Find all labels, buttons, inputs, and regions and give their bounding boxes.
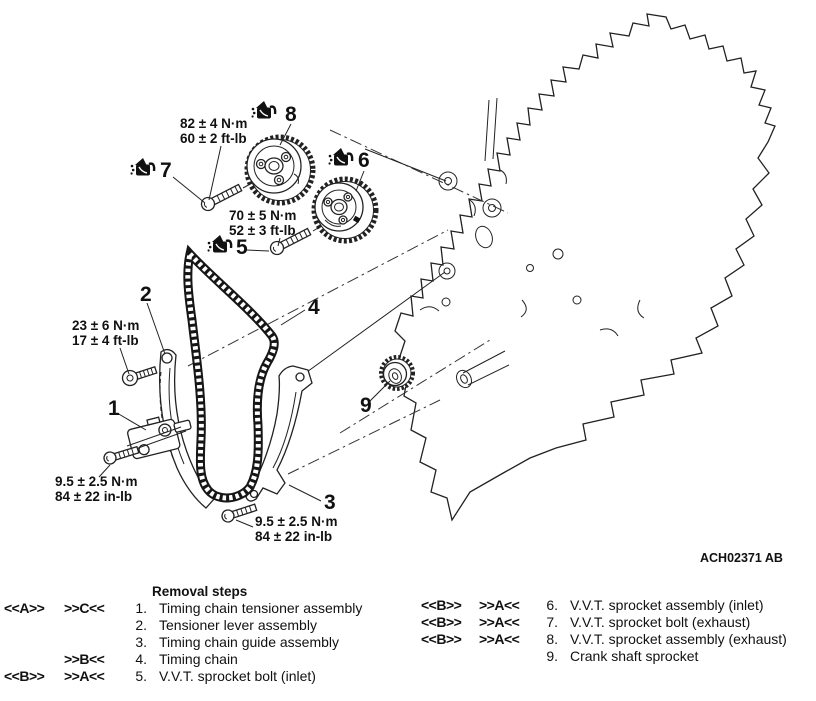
tensioner-assembly bbox=[126, 416, 192, 460]
step-number: 2. bbox=[135, 617, 147, 633]
step-marker: <<B>> bbox=[421, 614, 462, 630]
bolt-tensioner bbox=[103, 445, 140, 465]
engine-block bbox=[394, 13, 776, 522]
crank-sprocket bbox=[379, 355, 415, 391]
svg-text:17 ± 4 ft-lb: 17 ± 4 ft-lb bbox=[72, 333, 139, 348]
step-marker bbox=[421, 648, 479, 665]
step-label: Tensioner lever assembly bbox=[159, 617, 317, 633]
bolt-tensioner-lever bbox=[121, 365, 158, 387]
step-marker: >>B<< bbox=[64, 651, 105, 667]
oil-can-icon bbox=[206, 233, 233, 254]
torque-label-guide-bolt: 9.5 ± 2.5 N·m 84 ± 22 in-lb bbox=[255, 514, 337, 544]
bolt-inlet-sprocket bbox=[269, 227, 312, 256]
callout-8: 8 bbox=[285, 103, 297, 126]
torque-label-tensioner-bolt: 9.5 ± 2.5 N·m 84 ± 22 in-lb bbox=[55, 474, 137, 504]
phantom-lines bbox=[187, 129, 509, 475]
torque-label-inlet-sprocket-bolt: 70 ± 5 N·m 52 ± 3 ft-lb bbox=[229, 208, 296, 238]
torque-label-tensioner-lever-bolt: 23 ± 6 N·m 17 ± 4 ft-lb bbox=[72, 318, 139, 348]
step-marker bbox=[4, 617, 64, 634]
step-label: V.V.T. sprocket bolt (inlet) bbox=[159, 668, 316, 684]
torque-label-exhaust-sprocket-bolt: 82 ± 4 N·m 60 ± 2 ft-lb bbox=[180, 116, 247, 146]
step-number: 6. bbox=[546, 597, 558, 613]
svg-text:9.5 ± 2.5 N·m: 9.5 ± 2.5 N·m bbox=[255, 514, 337, 529]
svg-text:82 ± 4 N·m: 82 ± 4 N·m bbox=[180, 116, 247, 131]
removal-steps-list-left: <<A>> >>C<< 1. Timing chain tensioner as… bbox=[4, 600, 412, 685]
step-number: 8. bbox=[546, 631, 558, 647]
bolt-exhaust-sprocket bbox=[200, 183, 243, 212]
leader-lines bbox=[98, 123, 391, 528]
step-label: Timing chain bbox=[159, 651, 238, 667]
step-marker: <<B>> bbox=[421, 631, 462, 647]
step-marker: <<B>> bbox=[4, 668, 45, 684]
step-label: V.V.T. sprocket assembly (inlet) bbox=[570, 597, 764, 613]
svg-text:70 ± 5 N·m: 70 ± 5 N·m bbox=[229, 208, 296, 223]
step-marker bbox=[4, 651, 64, 668]
step-marker: <<A>> bbox=[4, 600, 45, 616]
vvt-sprocket-exhaust bbox=[244, 134, 316, 206]
svg-text:84 ± 22 in-lb: 84 ± 22 in-lb bbox=[55, 489, 132, 504]
step-marker bbox=[4, 634, 64, 651]
step-marker bbox=[64, 617, 124, 634]
removal-steps-list-right: <<B>> >>A<< 6. V.V.T. sprocket assembly … bbox=[421, 597, 813, 665]
callout-5: 5 bbox=[236, 236, 248, 259]
svg-text:84 ± 22 in-lb: 84 ± 22 in-lb bbox=[255, 529, 332, 544]
step-number: 4. bbox=[135, 651, 147, 667]
step-marker: >>A<< bbox=[479, 597, 520, 613]
step-marker: >>A<< bbox=[64, 668, 105, 684]
step-number: 7. bbox=[546, 614, 558, 630]
step-marker: >>A<< bbox=[479, 631, 520, 647]
step-number: 3. bbox=[135, 634, 147, 650]
step-label: V.V.T. sprocket bolt (exhaust) bbox=[570, 614, 751, 630]
callout-3: 3 bbox=[324, 491, 336, 514]
callout-9: 9 bbox=[360, 394, 372, 417]
step-label: V.V.T. sprocket assembly (exhaust) bbox=[570, 631, 787, 647]
step-marker bbox=[64, 634, 124, 651]
step-marker bbox=[479, 648, 537, 665]
svg-text:23 ± 6 N·m: 23 ± 6 N·m bbox=[72, 318, 139, 333]
callout-1: 1 bbox=[108, 397, 120, 420]
oil-can-icon bbox=[129, 156, 156, 177]
timing-chain bbox=[183, 244, 279, 503]
timing-chain-diagram: 7 8 6 5 2 4 1 3 9 82 ± 4 N·m 60 ± 2 ft-l… bbox=[55, 13, 783, 565]
step-number: 1. bbox=[135, 600, 147, 616]
svg-text:9.5 ± 2.5 N·m: 9.5 ± 2.5 N·m bbox=[55, 474, 137, 489]
step-marker: >>A<< bbox=[479, 614, 520, 630]
bolt-chain-guide bbox=[221, 503, 258, 523]
callout-4: 4 bbox=[308, 296, 320, 319]
drawing-code: ACH02371 AB bbox=[700, 551, 783, 565]
step-marker: >>C<< bbox=[64, 600, 105, 616]
callout-7: 7 bbox=[160, 159, 172, 182]
svg-text:52 ± 3 ft-lb: 52 ± 3 ft-lb bbox=[229, 223, 296, 238]
step-number: 9. bbox=[546, 648, 558, 664]
step-label: Crank shaft sprocket bbox=[570, 648, 699, 664]
removal-steps-title: Removal steps bbox=[152, 584, 248, 599]
step-number: 5. bbox=[135, 668, 147, 684]
oil-can-icon bbox=[327, 146, 354, 167]
step-label: Timing chain guide assembly bbox=[159, 634, 340, 650]
step-marker: <<B>> bbox=[421, 597, 462, 613]
callout-2: 2 bbox=[140, 283, 152, 306]
oil-can-icon bbox=[250, 99, 277, 120]
step-label: Timing chain tensioner assembly bbox=[159, 600, 363, 616]
callout-6: 6 bbox=[358, 149, 370, 172]
svg-text:60 ± 2 ft-lb: 60 ± 2 ft-lb bbox=[180, 131, 247, 146]
vvt-sprocket-inlet bbox=[311, 176, 379, 244]
